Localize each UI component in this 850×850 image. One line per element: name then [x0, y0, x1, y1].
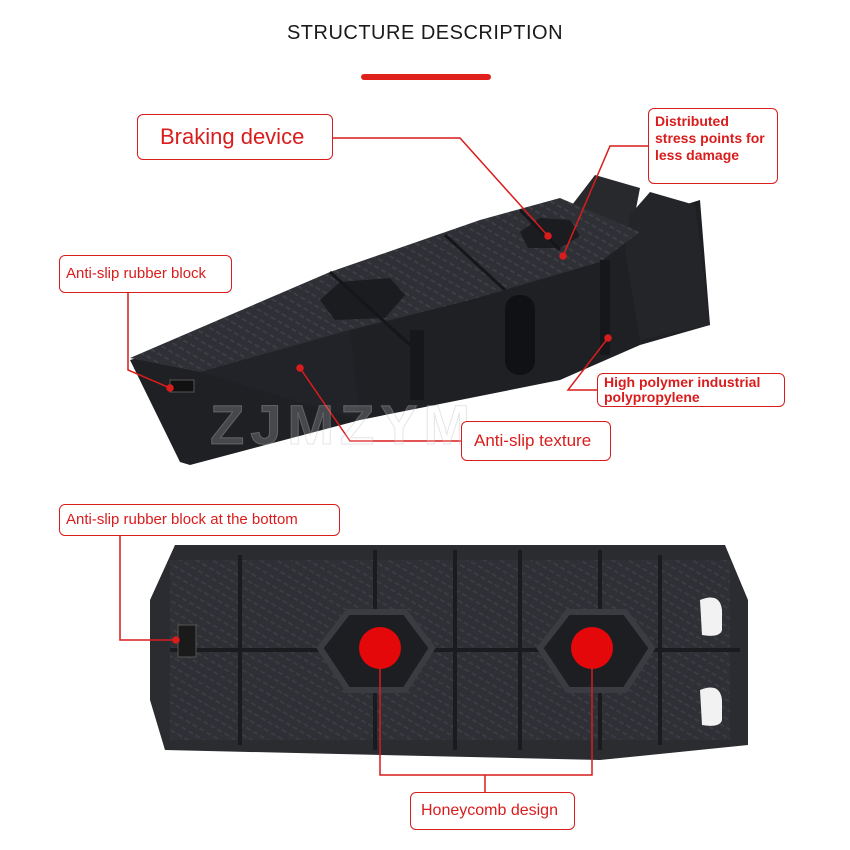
side-slot-bottom: [700, 687, 722, 726]
label-anti-slip-block-bottom: Anti-slip rubber block at the bottom: [59, 504, 340, 536]
leader-bottom: [119, 536, 176, 641]
leader-stress: [562, 145, 648, 257]
honeycomb-marker-right: [571, 627, 613, 669]
leader-texture: [299, 367, 461, 442]
label-anti-slip-texture: Anti-slip texture: [461, 421, 611, 461]
label-distributed-stress: Distributed stress points for less damag…: [648, 108, 778, 184]
leader-lines: [119, 137, 648, 792]
side-slot-top: [700, 597, 722, 636]
ramp-front-face: [130, 330, 360, 420]
watermark: ZJMZYM: [209, 393, 477, 457]
honeycomb-marker-left: [359, 627, 401, 669]
rubber-block-top: [169, 379, 195, 393]
ramp-tail-right: [625, 192, 710, 340]
title-underline: [361, 74, 491, 80]
label-polymer-material: High polymer industrial polypropylene: [597, 373, 785, 407]
ramp-bottom-view: [150, 545, 748, 760]
label-braking-device: Braking device: [137, 114, 333, 160]
hex-block-left: [320, 278, 405, 320]
page-title: STRUCTURE DESCRIPTION: [286, 22, 564, 44]
rubber-block-bottom: [177, 624, 197, 658]
leader-polymer: [566, 337, 609, 391]
label-honeycomb-design: Honeycomb design: [410, 792, 575, 830]
leader-braking: [333, 137, 549, 237]
side-opening: [505, 295, 535, 375]
label-anti-slip-rubber-block: Anti-slip rubber block: [59, 255, 232, 293]
leader-antislip-block: [127, 293, 171, 389]
ramp-top-view: [130, 175, 710, 465]
leader-honeycomb: [379, 668, 593, 776]
